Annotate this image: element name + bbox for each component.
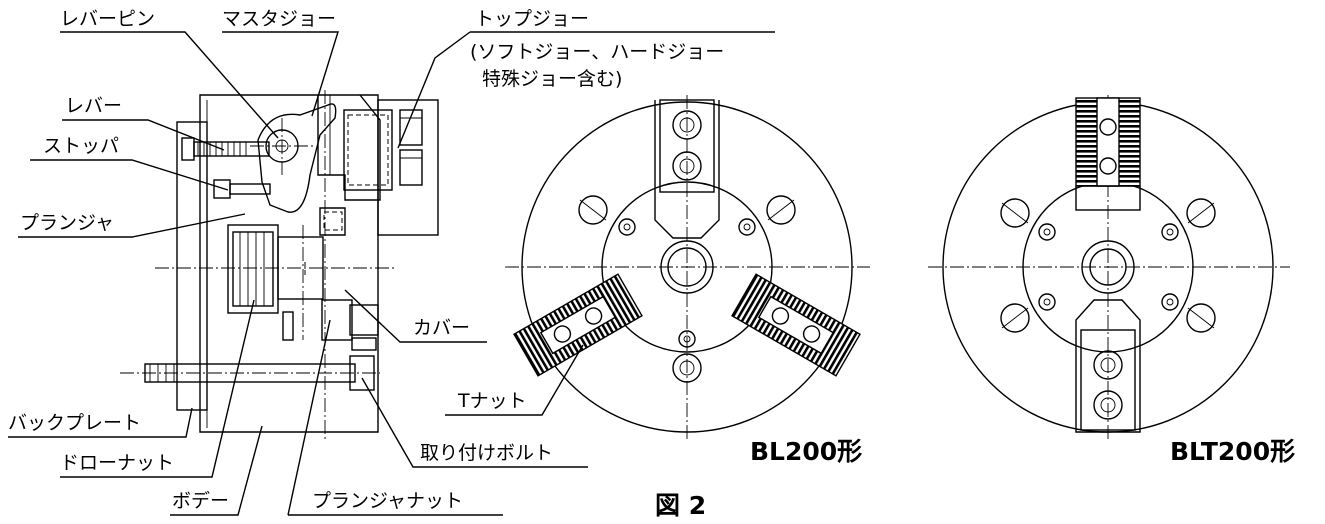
label-t-nut: Tナット	[457, 390, 527, 412]
draw-nut-shape	[227, 224, 279, 314]
lever-shape	[257, 103, 337, 213]
figure-caption: 図 2	[655, 491, 706, 520]
bl200-left-jaw	[513, 273, 643, 377]
label-mounting-bolt: 取り付けボルト	[420, 442, 553, 464]
top-jaw-shape	[377, 99, 439, 236]
label-lever: レバー	[65, 95, 122, 117]
label-top-jaw-note-2: 特殊ジョー含む)	[482, 68, 622, 90]
label-top-jaw: トップジョー	[475, 8, 589, 30]
bl200-right-jaw	[731, 273, 861, 377]
label-cover: カバー	[413, 317, 470, 339]
plunger-nut-shape	[321, 299, 353, 341]
bl200-front-view	[505, 95, 870, 440]
section-view	[120, 90, 439, 440]
label-body: ボデー	[172, 490, 229, 512]
model-label-bl200: BL200形	[750, 437, 862, 466]
label-master-jaw: マスタジョー	[222, 8, 336, 30]
back-plate-shape	[176, 121, 208, 411]
label-lever-pin: レバーピン	[60, 8, 155, 30]
master-jaw-shape	[317, 94, 381, 201]
bl200-top-jaw	[654, 100, 720, 239]
label-top-jaw-note-1: (ソフトジョー、ハードジョー	[470, 41, 724, 63]
label-back-plate: バックプレート	[8, 412, 141, 434]
blt200-lower-jaw	[1075, 299, 1141, 433]
model-label-blt200: BLT200形	[1170, 437, 1295, 466]
label-draw-nut: ドローナット	[60, 452, 174, 474]
label-plunger: プランジャ	[20, 212, 114, 234]
blt200-front-view	[928, 95, 1290, 440]
label-plunger-nut: プランジャナット	[312, 490, 463, 512]
leader-lines	[8, 31, 775, 516]
label-stopper: ストッパ	[43, 135, 119, 157]
